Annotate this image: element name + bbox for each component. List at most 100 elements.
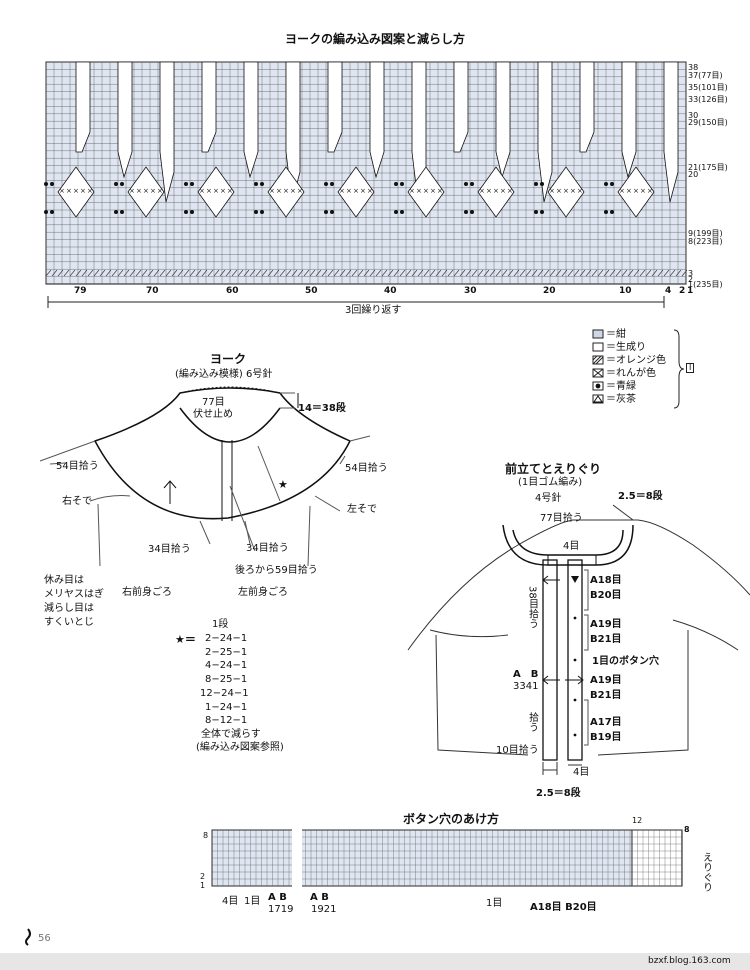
bh-row: 12 [632,816,643,825]
stitch-number: 2 [679,286,686,296]
svg-text:×: × [353,187,359,195]
row-label: 20 [688,170,699,179]
svg-text:×: × [486,187,492,195]
page-ornament-icon [25,928,31,946]
bh-bottom: 1目 [244,896,261,907]
yoke-chart-title: ヨークの編み込み図案と減らし方 [285,32,466,46]
svg-text:×: × [563,187,569,195]
svg-text:×: × [360,187,366,195]
row-label: 33(126目) [688,95,728,104]
svg-text:×: × [276,187,282,195]
decrease-row: 2−24−1 [205,633,248,644]
buttonhole-label: 1目のボタン穴 [592,656,659,667]
left-sleeve-pickup: 54目拾う [56,461,99,472]
band-count: B19目 [590,732,622,743]
star-marker: ★ [278,478,288,491]
buttonhole-title: ボタン穴のあけ方 [403,812,500,826]
row-label: 1(235目) [688,280,723,289]
svg-text:×: × [416,187,422,195]
svg-text:×: × [367,187,373,195]
svg-text:×: × [577,187,583,195]
svg-text:×: × [647,187,653,195]
svg-text:×: × [556,187,562,195]
svg-text:×: × [59,187,65,195]
bh-row: 8 [203,831,209,840]
legend-item: ＝れんが色 [606,368,656,379]
decrease-row: (編み込み図案参照) [196,742,284,753]
collar-label: えりぐり [700,852,712,892]
svg-text:×: × [549,187,555,195]
bh-bottom: A18目 B20目 [530,902,597,913]
bh-row: 1 [200,881,206,890]
yoke-diagram-subtitle: (編み込み模様) 6号針 [175,369,273,380]
front-left-pickup: 34目拾う [148,544,191,555]
legend-swatches [592,329,604,404]
source-label: bzxf.blog.163.com [648,956,731,966]
row-label: 38 [688,63,699,72]
right-sleeve-pickup: 54目拾う [345,463,388,474]
band-count: B21目 [590,690,622,701]
bh-bottom: 1719 [268,904,294,915]
top-stitch-count: 77目 [202,397,225,408]
bind-off-label: 伏せ止め [193,409,233,420]
lower-pickup-vertical: 拾う [526,712,538,732]
repeat-bracket [47,296,665,308]
decrease-row: 全体で減らす [201,729,261,740]
row-label: 3 [688,269,694,278]
svg-text:×: × [409,187,415,195]
stitch-number: 20 [543,286,556,296]
neck-pickup-label: 77目拾う [540,513,583,524]
legend-group-mark: Ⅰ [686,363,695,373]
footer-bar [0,953,750,970]
repeat-label: 3回繰り返す [345,305,402,316]
ab-label: A B [513,669,539,680]
decrease-row: 4−24−1 [205,660,248,671]
left-front-label: 左前身ごろ [238,587,288,598]
right-sleeve-label: 右そで [62,496,92,507]
stitch-number: 79 [74,286,87,296]
row-label: 35(101目) [688,83,728,92]
note-line: すくいとじ [44,617,94,628]
bh-bottom: A B [268,892,287,903]
band-count: A18目 [590,575,622,586]
svg-text:×: × [430,187,436,195]
legend-item: ＝灰茶 [606,394,636,405]
svg-text:×: × [339,187,345,195]
row-label: 8(223目) [688,237,723,246]
needle-size: 4号針 [535,493,562,504]
back-pickup-label: 後ろから59目拾う [235,565,318,576]
svg-text:×: × [150,187,156,195]
stitch-number: 30 [464,286,477,296]
bh-bottom: 4目 [222,896,239,907]
ten-pickup: 10目拾う [496,745,539,756]
decrease-row: 8−25−1 [205,674,248,685]
stitch-number: 60 [226,286,239,296]
legend-item: ＝青緑 [606,381,636,392]
yoke-diagram-drawing [39,386,371,567]
svg-text:×: × [66,187,72,195]
decrease-row: 2−25−1 [205,647,248,658]
svg-text:×: × [199,187,205,195]
stitch-number: 1 [687,286,694,296]
stitch-number: 40 [384,286,397,296]
stitch-number: 4 [665,286,672,296]
right-front-label: 右前身ごろ [122,587,172,598]
decrease-row: 1段 [212,619,229,630]
note-line: 減らし目は [44,603,94,614]
svg-text:×: × [220,187,226,195]
legend-item: ＝生成り [606,342,646,353]
svg-text:×: × [269,187,275,195]
left-sleeve-label: 左そで [347,504,377,515]
legend-item: ＝オレンジ色 [606,355,666,366]
note-line: メリヤスはぎ [44,589,104,600]
buttonhole-chart [211,828,683,888]
svg-text:×: × [493,187,499,195]
band-top-4: 4目 [563,541,580,552]
svg-text:×: × [633,187,639,195]
svg-text:×: × [129,187,135,195]
ab-numbers: 3341 [513,681,539,692]
svg-text:×: × [80,187,86,195]
note-line: 休み目は [44,575,84,586]
legend-item: ＝紺 [606,329,626,340]
svg-text:×: × [213,187,219,195]
